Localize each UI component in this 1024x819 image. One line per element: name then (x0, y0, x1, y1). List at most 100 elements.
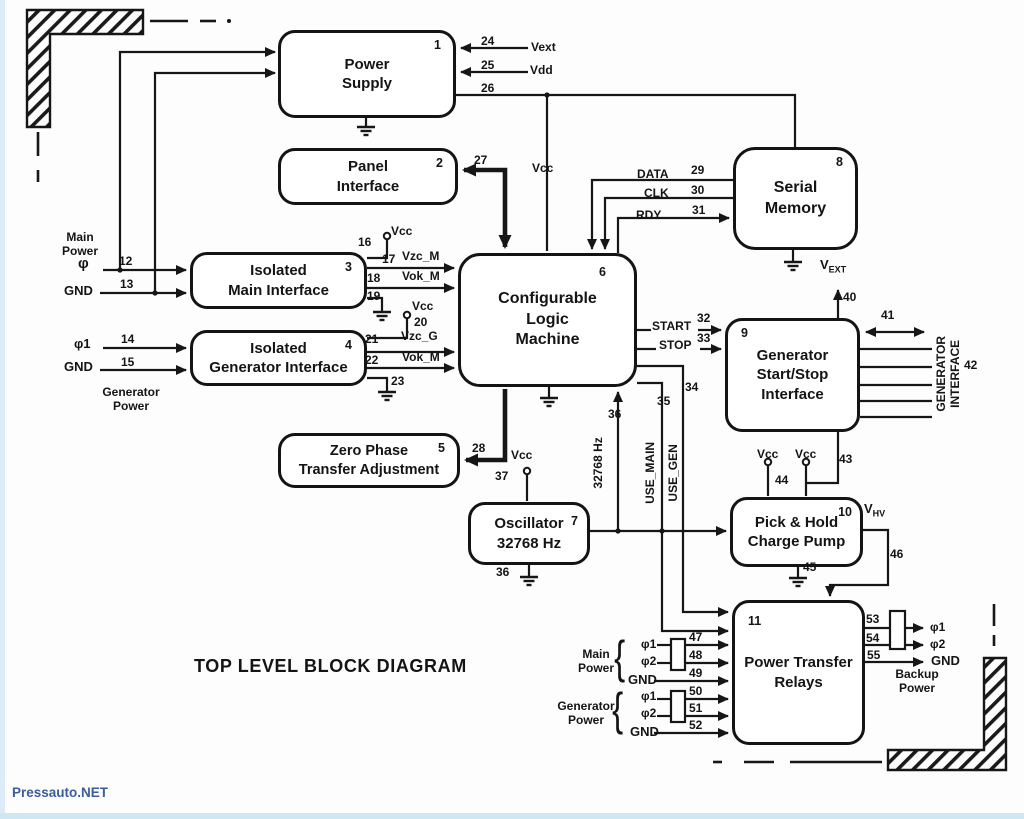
block-label: Serial (773, 178, 818, 196)
pin-19-label: 19 (367, 289, 381, 303)
block-panel-interface: 2 Panel Interface (278, 148, 458, 205)
block-label: Machine (515, 331, 580, 349)
v-ext-terminal-label: VEXT (820, 257, 847, 275)
backup-gnd-label: GND (931, 653, 960, 668)
backup-phi1-label: φ1 (930, 620, 946, 634)
block-number: 7 (571, 514, 578, 528)
hatch-corner-bottom-right (886, 656, 1008, 772)
block-generator-start-stop-interface: 9 Generator Start/Stop Interface (725, 318, 860, 432)
start-signal-label: START (652, 319, 692, 333)
vok-m-signal-label-2: Vok_M (402, 350, 440, 364)
block-number: 1 (434, 38, 441, 52)
pin-49-label: 49 (689, 666, 703, 680)
block-label: Configurable (498, 289, 597, 307)
wires (100, 43, 932, 738)
use-main-bus-label: USE_MAIN (643, 441, 658, 504)
pin-44-label: 44 (775, 473, 789, 487)
block-number: 9 (741, 326, 748, 340)
pin-50-label: 50 (689, 684, 703, 698)
gen-phi2-label: φ2 (641, 706, 657, 720)
block-label: Interface (761, 385, 824, 403)
block-label: Generator (756, 346, 829, 364)
pin-16-label: 16 (358, 235, 372, 249)
pin-43-label: 43 (839, 452, 853, 466)
block-label: Relays (774, 673, 823, 691)
thick-bus-wires (462, 163, 512, 467)
clk-signal-label: CLK (644, 186, 669, 200)
pin-47-label: 47 (689, 630, 703, 644)
page-edge-bottom (0, 813, 1024, 819)
block-power-transfer-relays: 11 Power Transfer Relays (732, 600, 865, 745)
block-label: Isolated (250, 339, 307, 357)
data-signal-label: DATA (637, 167, 669, 181)
gen-gnd-label: GND (630, 724, 659, 739)
pin-33-label: 33 (697, 331, 711, 345)
block-label: Power Transfer (744, 654, 853, 671)
gen-phi1-label: φ1 (641, 689, 657, 703)
block-number: 6 (599, 265, 606, 279)
block-serial-memory: 8 Serial Memory (733, 147, 858, 250)
block-power-supply: 1 Power Supply (278, 30, 456, 118)
pin-24-label: 24 (481, 34, 495, 48)
use-gen-bus-label: USE_GEN (666, 444, 681, 502)
pin-36-label-osc: 36 (496, 565, 510, 579)
pin-28-label: 28 (472, 441, 486, 455)
block-label: Power (344, 55, 390, 73)
main-phi1-label: φ1 (641, 637, 657, 651)
pin-55-label: 55 (867, 648, 881, 662)
pin-51-label: 51 (689, 701, 703, 715)
pin-42-label: 42 (964, 358, 978, 372)
block-label: Charge Pump (747, 533, 846, 550)
rdy-signal-label: RDY (636, 208, 662, 222)
block-label: Oscillator (494, 515, 564, 532)
block-label: Main Interface (228, 281, 329, 299)
block-isolated-main-interface: 3 Isolated Main Interface (190, 252, 367, 309)
diagram-title: TOP LEVEL BLOCK DIAGRAM (194, 656, 467, 676)
pin-18-label: 18 (367, 271, 381, 285)
block-label: Start/Stop (756, 366, 829, 384)
vok-m-signal-label: Vok_M (402, 269, 440, 283)
block-isolated-generator-interface: 4 Isolated Generator Interface (190, 330, 367, 386)
pin-17-label: 17 (382, 252, 396, 266)
vdd-signal-label: Vdd (530, 63, 553, 77)
block-number: 5 (438, 441, 445, 455)
block-number: 3 (345, 260, 352, 274)
block-number: 4 (345, 338, 352, 352)
pin-52-label: 52 (689, 718, 703, 732)
hatch-corner-top-left (25, 8, 145, 129)
pin-12-label: 12 (119, 254, 133, 268)
pin-27-label: 27 (474, 153, 488, 167)
main-phi2-label: φ2 (641, 654, 657, 668)
generator-power-brace: { (612, 683, 624, 735)
pin-48-label: 48 (689, 648, 703, 662)
vcc-label-ps: Vcc (532, 161, 554, 175)
pin-25-label: 25 (481, 58, 495, 72)
pin-37-label: 37 (495, 469, 509, 483)
pin-26-label: 26 (481, 81, 495, 95)
pin-35-label: 35 (657, 394, 671, 408)
pin-34-label: 34 (685, 380, 699, 394)
vcc-terminals (382, 231, 811, 476)
block-oscillator: 7 Oscillator 32768 Hz (468, 502, 590, 565)
pin-15-label: 15 (121, 355, 135, 369)
block-label: Transfer Adjustment (298, 461, 440, 478)
backup-phi2-label: φ2 (930, 637, 946, 651)
block-label: Isolated (250, 262, 307, 279)
pin-22-label: 22 (365, 353, 379, 367)
vext-signal-label: Vext (531, 40, 556, 54)
pin-41-label: 41 (881, 308, 895, 322)
main-power-brace: { (614, 631, 626, 683)
pin-21-label: 21 (365, 332, 379, 346)
block-label: Panel (347, 158, 389, 175)
block-label: Interface (336, 177, 400, 195)
pin-46-label: 46 (890, 547, 904, 561)
pin-23-label: 23 (391, 374, 405, 388)
connector-symbols (669, 609, 907, 724)
block-number: 11 (748, 614, 762, 628)
